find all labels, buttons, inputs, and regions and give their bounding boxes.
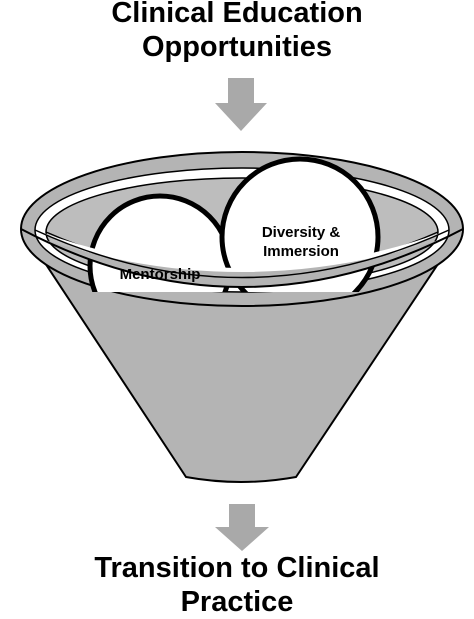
funnel-band-outline-front xyxy=(34,229,450,279)
footer-line-2: Practice xyxy=(180,586,294,618)
circle-diversity-label-line2: Immersion xyxy=(263,243,339,260)
circle-diversity-label-line1: Diversity & xyxy=(262,224,341,241)
down-arrow-top xyxy=(215,78,267,131)
heading-line-2: Opportunities xyxy=(141,31,333,63)
footer-line-1: Transition to Clinical xyxy=(94,552,380,584)
down-arrow-bottom xyxy=(215,504,269,551)
circle-mentorship-label: Mentorship xyxy=(120,266,201,283)
funnel-rim-outline-front xyxy=(20,228,464,288)
heading-line-1: Clinical Education xyxy=(111,0,363,29)
diagram-heading: Clinical Education Opportunities xyxy=(0,0,474,64)
